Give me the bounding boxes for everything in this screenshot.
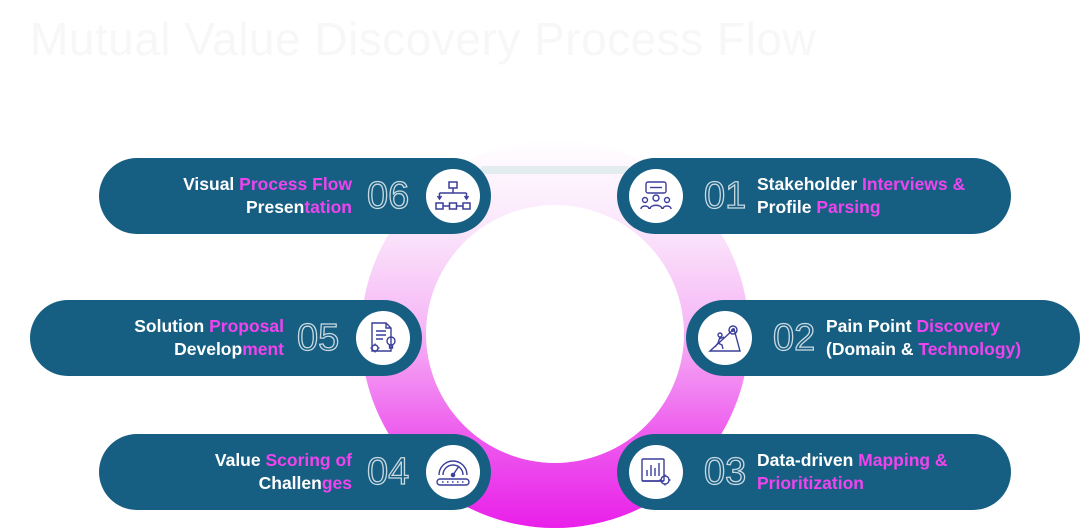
label-part: ment xyxy=(242,339,284,359)
step-04-card: Value Scoring of Challenges 04 xyxy=(99,434,491,510)
step-label: Pain Point Discovery (Domain & Technolog… xyxy=(826,315,1021,361)
icon-badge xyxy=(420,163,486,229)
label-part: Prioritization xyxy=(757,473,864,493)
step-01-card: 01 Stakeholder Interviews & Profile Pars… xyxy=(617,158,1011,234)
label-part: Develop xyxy=(174,339,243,359)
label-part: Solution xyxy=(134,316,210,336)
label-part: Mapping & xyxy=(858,450,948,470)
step-number: 06 xyxy=(366,174,410,217)
label-part: Pain Point xyxy=(826,316,917,336)
step-label: Stakeholder Interviews & Profile Parsing xyxy=(757,173,965,219)
label-part: Value xyxy=(214,450,266,470)
icon-badge xyxy=(692,305,758,371)
step-label: Data-driven Mapping & Prioritization xyxy=(757,449,948,495)
gauge-rating-icon xyxy=(426,445,480,499)
step-06-card: Visual Process Flow Presentation 06 xyxy=(99,158,491,234)
label-part: Parsing xyxy=(816,197,881,217)
label-part: Presen xyxy=(245,197,305,217)
label-part: Challen xyxy=(258,473,322,493)
label-part: Process Flow xyxy=(239,174,352,194)
step-number: 02 xyxy=(772,316,816,359)
step-label: Value Scoring of Challenges xyxy=(215,449,352,495)
label-part: Discovery xyxy=(916,316,1001,336)
step-label: Visual Process Flow Presentation xyxy=(183,173,352,219)
label-part: tation xyxy=(304,197,352,217)
label-part: Data-driven xyxy=(757,450,859,470)
label-part: Proposal xyxy=(209,316,284,336)
label-part: Visual xyxy=(183,174,240,194)
analytics-chart-icon xyxy=(629,445,683,499)
label-part: Scoring of xyxy=(265,450,352,470)
step-number: 04 xyxy=(366,450,410,493)
step-number: 05 xyxy=(296,316,340,359)
ring-top-connector xyxy=(480,166,630,174)
icon-badge xyxy=(623,163,689,229)
icon-badge xyxy=(623,439,689,505)
label-part: Technology) xyxy=(918,339,1022,359)
label-part: Profile xyxy=(757,197,817,217)
label-part: (Domain & xyxy=(826,339,919,359)
step-05-card: Solution Proposal Development 05 xyxy=(30,300,422,376)
climbing-mountain-icon xyxy=(698,311,752,365)
page-title: Mutual Value Discovery Process Flow xyxy=(30,13,817,65)
step-02-card: 02 Pain Point Discovery (Domain & Techno… xyxy=(686,300,1080,376)
icon-badge xyxy=(420,439,486,505)
step-number: 01 xyxy=(703,174,747,217)
proposal-document-icon xyxy=(356,311,410,365)
ring-center xyxy=(426,205,684,463)
label-part: ges xyxy=(321,473,352,493)
stakeholder-interview-icon xyxy=(629,169,683,223)
step-number: 03 xyxy=(703,450,747,493)
step-label: Solution Proposal Development xyxy=(134,315,284,361)
label-part: Interviews & xyxy=(862,174,966,194)
step-03-card: 03 Data-driven Mapping & Prioritization xyxy=(617,434,1011,510)
icon-badge xyxy=(350,305,416,371)
process-flow-icon xyxy=(426,169,480,223)
label-part: Stakeholder xyxy=(757,174,863,194)
